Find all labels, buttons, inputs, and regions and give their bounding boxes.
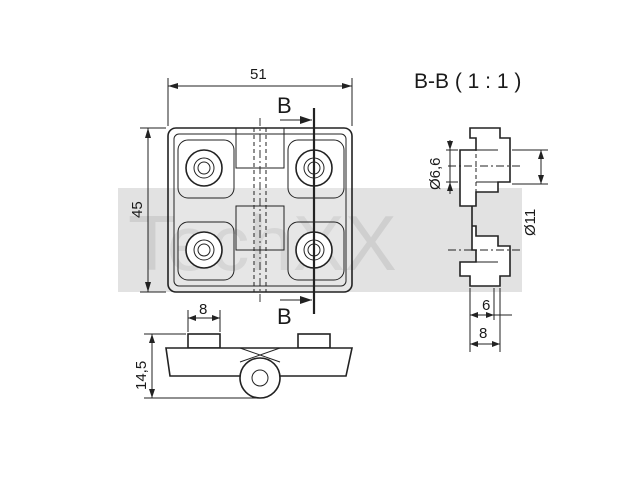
knuckle-profile (239, 357, 281, 399)
mounting-hole-top-left (185, 149, 223, 187)
counterbore-diameter-dimension: Ø11 (522, 209, 539, 236)
hinge-bottom-view: 8 14,5 (133, 301, 353, 399)
thickness-dimension: 14,5 (133, 361, 150, 390)
section-view-b-b: B-B ( 1 : 1 ) Ø6,6 Ø11 6 (414, 70, 548, 352)
locating-lug-right (297, 333, 331, 349)
hole-diameter-dimension: Ø6,6 (427, 157, 444, 190)
cut-marker-top: B (277, 93, 292, 118)
lug-width-dimension: 8 (199, 301, 207, 318)
section-depth-6: 6 (482, 297, 490, 314)
section-label: B-B ( 1 : 1 ) (414, 70, 521, 93)
mounting-hole-bottom-left (185, 231, 223, 269)
hinge-front-view: 51 45 B B (129, 66, 353, 329)
width-dimension: 51 (250, 66, 267, 83)
section-depth-8: 8 (479, 325, 487, 342)
cut-marker-bottom: B (277, 304, 292, 329)
locating-lug-left (187, 333, 221, 349)
section-profile (459, 127, 511, 287)
height-dimension: 45 (129, 201, 146, 218)
